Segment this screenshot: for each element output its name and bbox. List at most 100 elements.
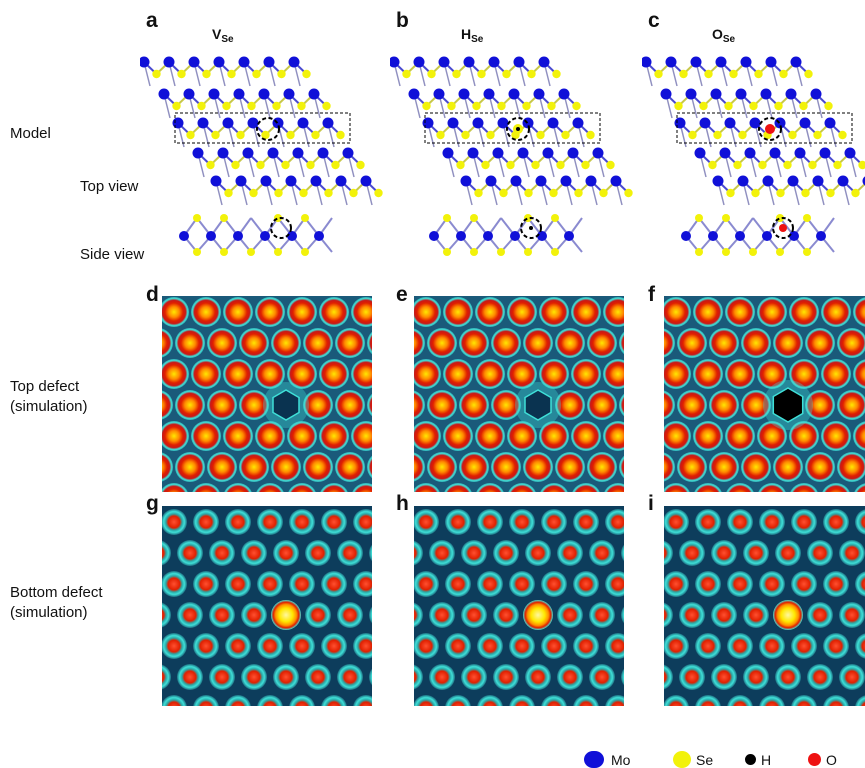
atom-spot: [177, 540, 203, 566]
se-atom: [281, 160, 290, 170]
atom-spot: [175, 390, 205, 420]
simulation-bottom-defect-hse: [414, 506, 624, 706]
se-atom: [249, 188, 258, 198]
atom-spot: [445, 633, 471, 659]
atom-spot: [353, 509, 372, 535]
atom-spot: [773, 452, 803, 482]
simulation-top-defect-vse: [162, 296, 372, 492]
atom-spot: [257, 571, 283, 597]
se-atom: [726, 188, 735, 198]
atom-spot: [664, 483, 690, 492]
se-atom: [274, 188, 283, 198]
atom-spot: [855, 571, 865, 597]
atom-spot: [162, 571, 187, 597]
legend-label-mo: Mo: [611, 752, 631, 768]
atom-spot: [319, 421, 349, 451]
atom-spot: [541, 571, 567, 597]
atom-spot: [321, 509, 347, 535]
se-atom: [724, 101, 733, 111]
atom-spot: [823, 571, 849, 597]
atom-spot: [239, 390, 269, 420]
atom-spot: [523, 328, 553, 358]
atom-spot: [414, 509, 439, 535]
se-atom: [186, 130, 195, 140]
se-atom: [561, 130, 570, 140]
atom-spot: [475, 359, 505, 389]
atom-spot: [743, 540, 769, 566]
se-atom: [277, 69, 286, 79]
se-atom: [211, 130, 220, 140]
se-atom: [572, 101, 581, 111]
atom-spot: [162, 602, 171, 628]
atom-spot: [225, 695, 251, 706]
se-atom: [356, 160, 365, 170]
se-atom: [699, 101, 708, 111]
mo-atom: [233, 88, 245, 100]
atom-spot: [539, 297, 569, 327]
atom-spot: [855, 695, 865, 706]
mo-atom: [492, 147, 504, 159]
model-structure-vse: [140, 56, 383, 256]
atom-spot: [695, 571, 721, 597]
atom-spot: [587, 328, 617, 358]
se-atom: [222, 101, 231, 111]
se-atom: [654, 69, 663, 79]
atom-spot: [257, 633, 283, 659]
atom-spot: [741, 452, 771, 482]
se-atom: [536, 130, 545, 140]
atom-spot: [541, 509, 567, 535]
atom-spot: [321, 695, 347, 706]
se-atom: [422, 101, 431, 111]
atom-spot: [444, 483, 472, 492]
atom-spot: [162, 633, 187, 659]
atom-spot: [239, 452, 269, 482]
atom-spot: [414, 328, 425, 358]
atom-spot: [664, 328, 675, 358]
atom-spot: [621, 606, 624, 624]
atom-spot: [573, 695, 599, 706]
atom-spot: [743, 602, 769, 628]
se-atom: [486, 130, 495, 140]
atom-spot: [443, 297, 473, 327]
atom-spot: [823, 633, 849, 659]
mo-atom: [790, 56, 802, 68]
mo-atom: [222, 117, 234, 129]
se-atom: [472, 101, 481, 111]
mo-atom: [812, 175, 824, 187]
se-atom: [206, 160, 215, 170]
atom-spot: [805, 452, 835, 482]
atom-spot: [335, 390, 365, 420]
se-atom: [824, 101, 833, 111]
atom-spot: [664, 571, 689, 597]
se-atom: [556, 160, 565, 170]
atom-spot: [351, 421, 372, 451]
se-atom: [738, 130, 747, 140]
atom-spot: [664, 602, 673, 628]
side-defect-marker: [270, 217, 292, 239]
se-atom: [322, 101, 331, 111]
atom-spot: [493, 664, 519, 690]
mo-atom: [794, 147, 806, 159]
atom-spot: [459, 390, 489, 420]
se-atom: [606, 160, 615, 170]
atom-spot: [461, 602, 487, 628]
atom-spot: [839, 602, 865, 628]
se-atom: [729, 69, 738, 79]
atom-spot: [352, 483, 372, 492]
atom-spot: [822, 483, 850, 492]
atom-spot: [507, 359, 537, 389]
atom-spot: [162, 297, 189, 327]
atom-spot: [587, 390, 617, 420]
atom-spot: [257, 509, 283, 535]
se-atom: [833, 160, 842, 170]
mo-atom: [799, 117, 811, 129]
mo-atom: [819, 147, 831, 159]
se-atom: [456, 160, 465, 170]
atom-spot: [664, 509, 689, 535]
se-atom: [531, 160, 540, 170]
atom-spot: [223, 297, 253, 327]
se-atom: [708, 160, 717, 170]
atom-spot: [209, 602, 235, 628]
atom-spot: [209, 540, 235, 566]
atom-spot: [854, 483, 865, 492]
